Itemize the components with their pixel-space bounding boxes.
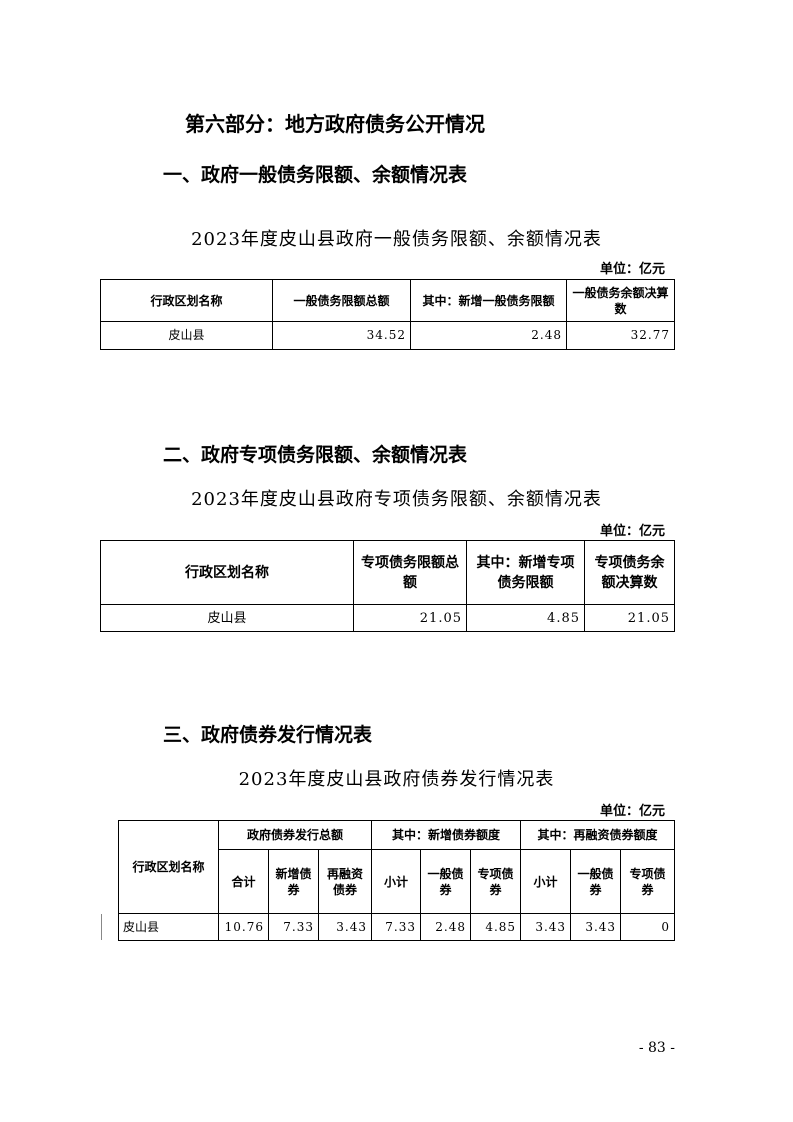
value-cell: 0	[620, 913, 676, 941]
value-cell: 10.76	[218, 913, 269, 941]
region-cell: 皮山县	[118, 913, 219, 941]
value-cell: 3.43	[317, 913, 373, 941]
header-cell: 行政区划名称	[100, 540, 354, 605]
header-cell: 其中：再融资债券额度	[520, 820, 676, 850]
table-1-unit: 单位：亿元	[599, 262, 665, 277]
value-cell: 4.85	[470, 913, 522, 941]
subheader-cell: 新增债券	[268, 849, 319, 914]
header-cell: 行政区划名称	[118, 820, 219, 914]
value-cell: 3.43	[520, 913, 572, 941]
value-cell: 2.48	[410, 321, 567, 350]
header-cell: 一般债务余额决算数	[566, 279, 675, 322]
subheader-cell: 合计	[218, 849, 269, 914]
subheader-cell: 专项债券	[620, 849, 676, 914]
section-2-heading: 二、政府专项债务限额、余额情况表	[163, 444, 468, 466]
value-cell: 32.77	[566, 321, 675, 350]
value-cell: 2.48	[420, 913, 472, 941]
header-cell: 专项债务限额总额	[353, 540, 467, 605]
subheader-cell: 一般债券	[420, 849, 472, 914]
subheader-cell: 小计	[371, 849, 422, 914]
value-cell: 21.05	[353, 604, 467, 632]
header-cell: 其中：新增专项债务限额	[466, 540, 585, 605]
value-cell: 3.43	[570, 913, 622, 941]
section-3-heading: 三、政府债券发行情况表	[163, 724, 373, 746]
margin-mark	[101, 914, 102, 940]
header-cell: 专项债务余额决算数	[584, 540, 675, 605]
bond-issuance-table: 行政区划名称政府债券发行总额其中：新增债券额度其中：再融资债券额度 合计 新增债…	[118, 820, 676, 941]
value-cell: 7.33	[268, 913, 319, 941]
header-cell: 其中：新增债券额度	[371, 820, 522, 850]
header-cell: 行政区划名称	[100, 279, 273, 322]
value-cell: 4.85	[466, 604, 585, 632]
page-number: - 83 -	[638, 1040, 675, 1056]
table-2-title: 2023年度皮山县政府专项债务限额、余额情况表	[191, 489, 602, 510]
table-2-unit: 单位：亿元	[599, 524, 665, 539]
table-3-title: 2023年度皮山县政府债券发行情况表	[238, 769, 555, 790]
table-3-unit: 单位：亿元	[599, 804, 665, 819]
section-1-heading: 一、政府一般债务限额、余额情况表	[163, 164, 468, 186]
value-cell: 34.52	[272, 321, 411, 350]
subheader-cell: 一般债券	[570, 849, 622, 914]
region-cell: 皮山县	[100, 604, 354, 632]
header-cell: 一般债务限额总额	[272, 279, 411, 322]
part-title: 第六部分：地方政府债务公开情况	[185, 112, 485, 136]
region-cell: 皮山县	[100, 321, 273, 350]
value-cell: 21.05	[584, 604, 675, 632]
subheader-cell: 小计	[520, 849, 572, 914]
header-cell: 其中：新增一般债务限额	[410, 279, 567, 322]
table-1-title: 2023年度皮山县政府一般债务限额、余额情况表	[191, 229, 602, 250]
subheader-cell: 再融资债券	[317, 849, 373, 914]
header-cell: 政府债券发行总额	[217, 820, 373, 850]
subheader-cell: 专项债券	[470, 849, 522, 914]
table-row: 皮山县 10.76 7.33 3.43 7.33 2.48 4.85 3.43 …	[118, 913, 676, 941]
value-cell: 7.33	[371, 913, 422, 941]
